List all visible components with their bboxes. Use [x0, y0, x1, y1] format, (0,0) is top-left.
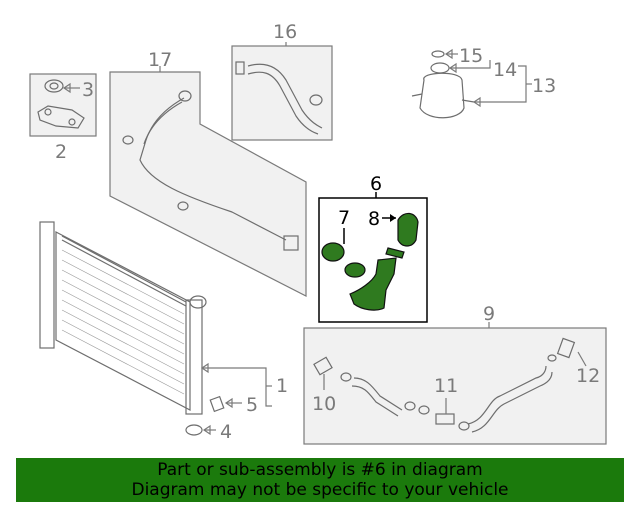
- bracket-group: [29, 73, 97, 137]
- callout-16: 16: [273, 21, 297, 43]
- callout-7: 7: [338, 207, 350, 229]
- notice-line-2: Diagram may not be specific to your vehi…: [131, 480, 509, 500]
- callout-17: 17: [148, 49, 172, 71]
- callout-12: 12: [576, 365, 600, 387]
- callout-8: 8: [368, 208, 380, 230]
- callout-14: 14: [493, 59, 517, 81]
- notice-line-1: Part or sub-assembly is #6 in diagram: [157, 460, 483, 480]
- callout-9: 9: [483, 303, 495, 325]
- callout-4: 4: [220, 421, 232, 443]
- callout-6: 6: [370, 173, 382, 195]
- hose-9-group: [303, 322, 607, 445]
- callout-13: 13: [532, 75, 556, 97]
- callout-5: 5: [246, 394, 258, 416]
- radiator-group: [39, 221, 272, 436]
- coolant-reservoir-group: [411, 48, 532, 119]
- callout-15: 15: [459, 45, 483, 67]
- hose-16-group: [231, 42, 333, 141]
- overflow-hose-group: [109, 66, 307, 297]
- callout-1: 1: [276, 375, 288, 397]
- callout-11: 11: [434, 375, 458, 397]
- callout-3: 3: [82, 79, 94, 101]
- callout-10: 10: [312, 393, 336, 415]
- part-6-assembly: [318, 192, 428, 323]
- callout-2: 2: [55, 141, 67, 163]
- notice-banner: Part or sub-assembly is #6 in diagram Di…: [16, 458, 624, 502]
